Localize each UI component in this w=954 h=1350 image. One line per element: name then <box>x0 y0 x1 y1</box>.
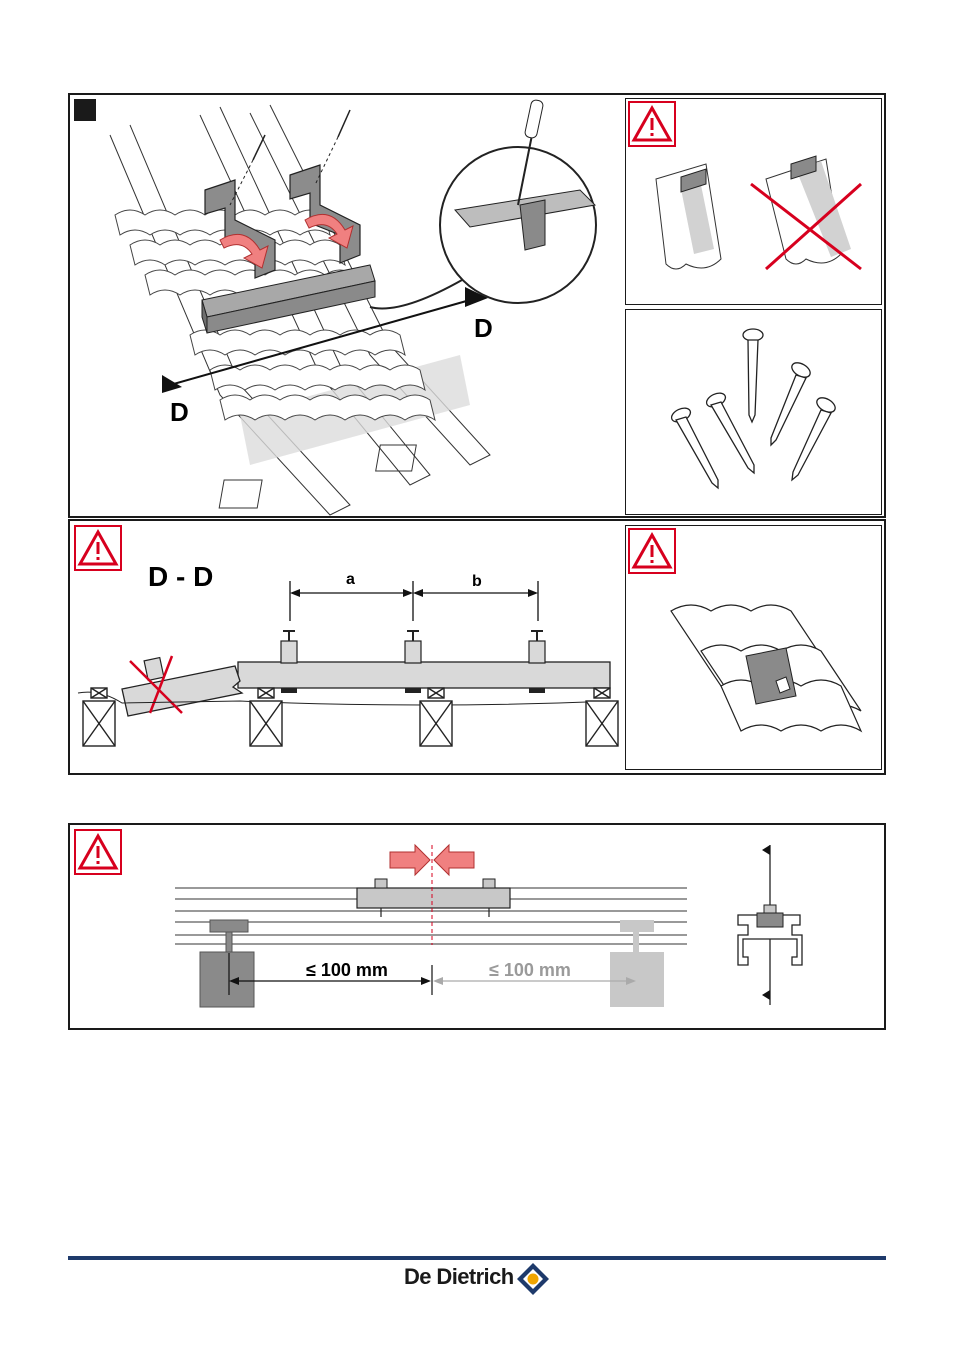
tiles-with-hook <box>626 526 883 771</box>
brand-logo-text: De Dietrich <box>404 1264 514 1290</box>
figure-section-dd: D - D <box>68 519 886 775</box>
footer-divider <box>68 1256 886 1260</box>
brand-diamond-icon <box>516 1262 550 1296</box>
section-label-right: D <box>474 313 493 344</box>
section-label-left: D <box>170 397 189 428</box>
dimension-b: b <box>472 573 482 591</box>
rail-joint-diagram <box>70 825 888 1032</box>
panel-hook-placement <box>625 525 882 770</box>
screws-illustration <box>626 310 883 516</box>
dimension-left: ≤ 100 mm <box>306 960 388 981</box>
dimension-a: a <box>346 571 355 589</box>
dimension-right: ≤ 100 mm <box>489 960 571 981</box>
tile-hook-comparison <box>626 99 883 306</box>
panel-screws <box>625 309 882 515</box>
screw-icon <box>669 329 837 488</box>
panel-hook-orientation <box>625 98 882 305</box>
figure-mounting-hooks: D D <box>68 93 886 518</box>
figure-rail-joint: ≤ 100 mm ≤ 100 mm <box>68 823 886 1030</box>
